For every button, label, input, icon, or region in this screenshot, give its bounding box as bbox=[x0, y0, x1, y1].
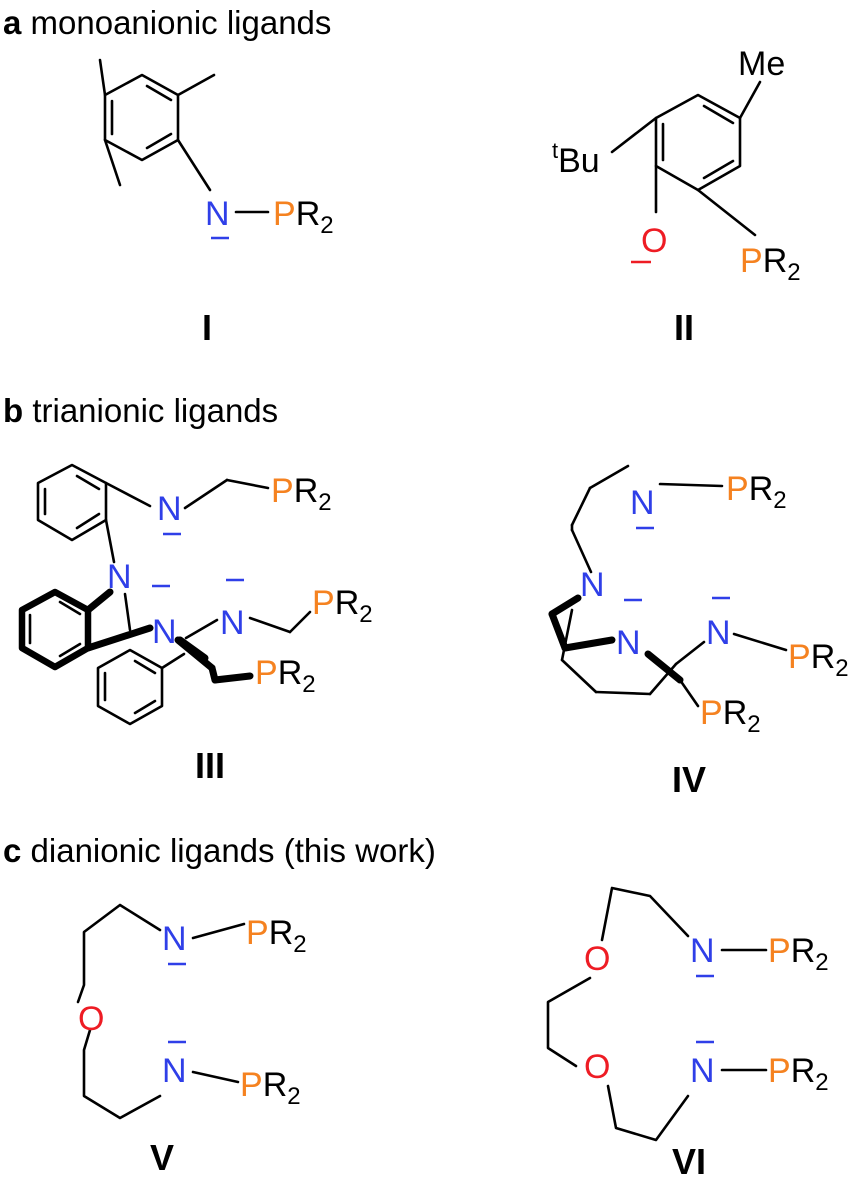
phosphine-group: PR2 bbox=[768, 1052, 829, 1096]
compound-label-IV: IV bbox=[672, 759, 706, 800]
nitrogen-atom: N bbox=[220, 604, 245, 642]
phosphine-group: PR2 bbox=[246, 914, 307, 958]
phosphine-group: PR2 bbox=[700, 694, 761, 738]
structure-IV: N PR2 N N PR2 N PR2 IV bbox=[548, 464, 849, 800]
nitrogen-atom: N bbox=[690, 932, 715, 970]
phosphine-group: PR2 bbox=[273, 195, 334, 239]
nitrogen-atom: N bbox=[706, 614, 731, 652]
nitrogen-atom: N bbox=[162, 920, 187, 958]
structure-I: N PR2 I bbox=[98, 58, 334, 348]
aryl-ring bbox=[18, 588, 92, 671]
phenol-ring bbox=[654, 93, 742, 192]
structure-VI: O O N PR2 N PR2 VI bbox=[546, 886, 829, 1182]
section-c-heading: c dianionic ligands (this work) bbox=[3, 832, 436, 869]
phosphine-group: PR2 bbox=[255, 654, 316, 698]
mesityl-ring bbox=[103, 73, 180, 162]
phosphine-group: PR2 bbox=[271, 472, 332, 516]
section-a-heading: a monoanionic ligands bbox=[3, 4, 331, 41]
oxygen-atom: O bbox=[584, 1048, 610, 1086]
methyl-group: Me bbox=[738, 45, 785, 83]
nitrogen-atom: N bbox=[162, 1052, 187, 1090]
phosphine-group: PR2 bbox=[788, 638, 849, 682]
compound-label-I: I bbox=[202, 307, 212, 348]
nitrogen-atom: N bbox=[630, 484, 655, 522]
nitrogen-atom: N bbox=[157, 490, 182, 528]
nitrogen-atom: N bbox=[580, 566, 605, 604]
aryl-ring bbox=[96, 648, 164, 726]
aryl-ring bbox=[36, 463, 108, 542]
phosphine-group: PR2 bbox=[312, 584, 373, 628]
phosphine-group: PR2 bbox=[240, 1066, 301, 1110]
nitrogen-atom: N bbox=[616, 624, 641, 662]
nitrogen-atom: N bbox=[205, 195, 230, 233]
tert-butyl-group: tBu bbox=[552, 138, 600, 180]
oxygen-atom: O bbox=[641, 222, 667, 260]
structure-III: N PR2 N N PR2 N PR2 III bbox=[18, 463, 373, 786]
nitrogen-atom: N bbox=[690, 1052, 715, 1090]
compound-label-VI: VI bbox=[672, 1141, 706, 1182]
methyl-bond bbox=[98, 58, 107, 97]
phosphine-group: PR2 bbox=[726, 470, 787, 514]
methyl-bond bbox=[103, 138, 122, 187]
oxygen-atom: O bbox=[584, 940, 610, 978]
oxygen-atom: O bbox=[78, 1000, 104, 1038]
phosphine-group: PR2 bbox=[740, 242, 801, 286]
compound-label-V: V bbox=[150, 1137, 174, 1178]
compound-label-III: III bbox=[195, 745, 225, 786]
nitrogen-atom: N bbox=[152, 613, 177, 651]
methyl-bond bbox=[176, 73, 216, 97]
structure-V: O N PR2 N PR2 V bbox=[76, 903, 307, 1178]
phosphine-group: PR2 bbox=[768, 932, 829, 976]
structure-II: Me tBu O PR2 II bbox=[552, 45, 801, 348]
compound-label-II: II bbox=[674, 307, 694, 348]
section-b-heading: b trianionic ligands bbox=[3, 392, 278, 429]
